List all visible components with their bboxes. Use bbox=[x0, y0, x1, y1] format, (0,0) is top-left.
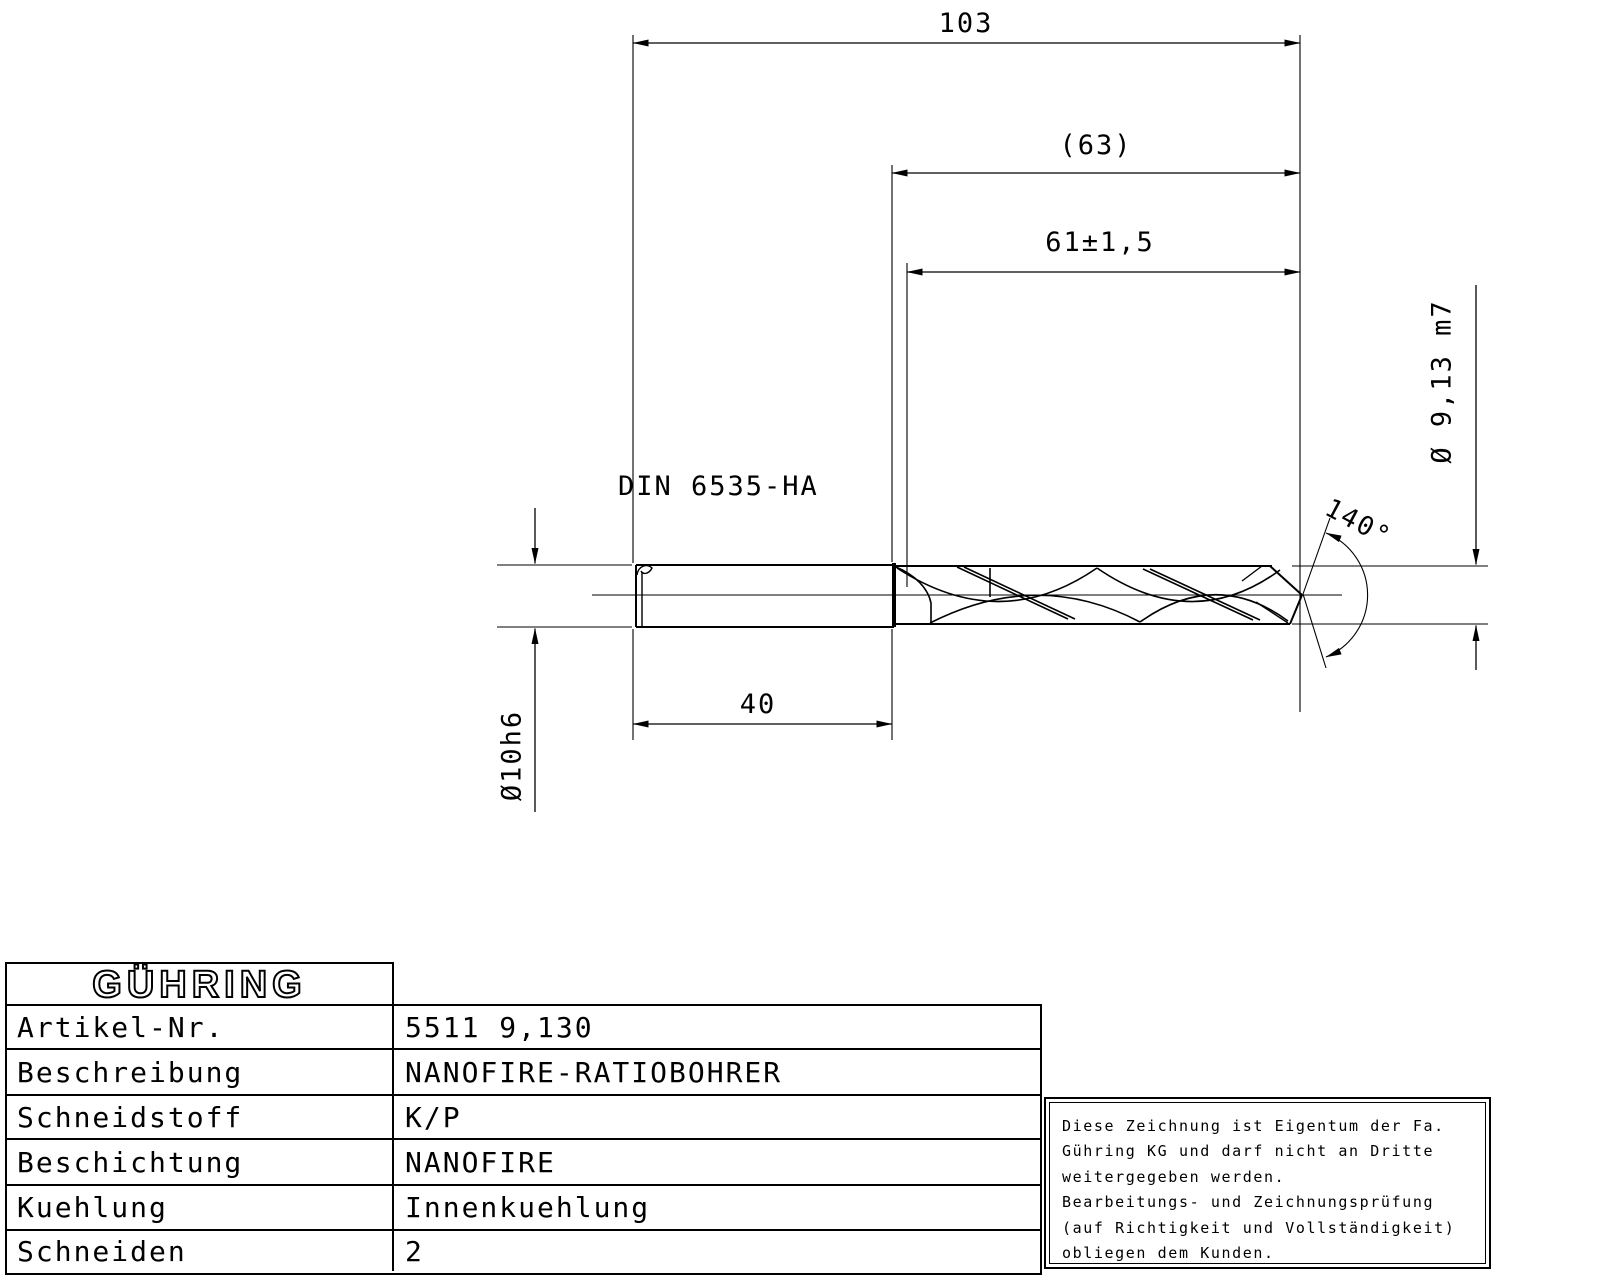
notice-line: obliegen dem Kunden. bbox=[1062, 1244, 1275, 1263]
table-row: Beschichtung NANOFIRE bbox=[7, 1140, 1040, 1186]
extension-lines bbox=[497, 35, 1488, 740]
flute-helix-curves bbox=[895, 565, 1289, 624]
shank-outline bbox=[635, 564, 894, 628]
row-label: Beschichtung bbox=[17, 1145, 244, 1179]
row-value: 2 bbox=[392, 1231, 1040, 1271]
row-label: Beschreibung bbox=[17, 1055, 244, 1089]
table-row: Beschreibung NANOFIRE-RATIOBOHRER bbox=[7, 1050, 1040, 1096]
row-value: 5511 9,130 bbox=[392, 1006, 1040, 1048]
manufacturer-logo: GÜHRING bbox=[91, 963, 307, 1007]
table-row: Schneidstoff K/P bbox=[7, 1096, 1040, 1140]
row-label: Schneiden bbox=[17, 1234, 187, 1268]
row-value: NANOFIRE-RATIOBOHRER bbox=[392, 1050, 1040, 1094]
point-angle-annotation bbox=[1302, 517, 1369, 669]
property-notice-box: Diese Zeichnung ist Eigentum der Fa. Güh… bbox=[1044, 1097, 1491, 1269]
title-block-table: Artikel-Nr. 5511 9,130 Beschreibung NANO… bbox=[5, 1004, 1042, 1275]
notice-line: (auf Richtigkeit und Vollständigkeit) bbox=[1062, 1218, 1456, 1237]
manufacturer-logo-cell: GÜHRING bbox=[5, 962, 394, 1007]
table-row: Schneiden 2 bbox=[7, 1231, 1040, 1271]
dim-shank-length-label: 40 bbox=[739, 689, 777, 720]
table-row: Kuehlung Innenkuehlung bbox=[7, 1186, 1040, 1231]
row-value: NANOFIRE bbox=[392, 1140, 1040, 1184]
notice-line: Bearbeitungs- und Zeichnungsprüfung bbox=[1062, 1193, 1435, 1212]
flute-body-outline bbox=[894, 565, 1303, 625]
row-value: K/P bbox=[392, 1096, 1040, 1138]
row-label: Artikel-Nr. bbox=[17, 1010, 225, 1044]
dimension-lines bbox=[531, 39, 1480, 812]
shank-standard-label: DIN 6535-HA bbox=[618, 471, 819, 502]
dim-drill-diameter-label: Ø 9,13 m7 bbox=[1426, 299, 1458, 464]
row-label: Schneidstoff bbox=[17, 1100, 244, 1134]
dim-flute-length-ref-label: (63) bbox=[1059, 130, 1133, 161]
table-row: Artikel-Nr. 5511 9,130 bbox=[7, 1006, 1040, 1050]
dim-overall-length-label: 103 bbox=[938, 8, 994, 39]
notice-line: Diese Zeichnung ist Eigentum der Fa. bbox=[1062, 1117, 1445, 1135]
dim-shank-diameter-label: Ø10h6 bbox=[496, 709, 528, 802]
property-notice-inner: Diese Zeichnung ist Eigentum der Fa. Güh… bbox=[1049, 1102, 1486, 1264]
notice-line: weitergegeben werden. bbox=[1062, 1167, 1286, 1186]
row-value: Innenkuehlung bbox=[392, 1186, 1040, 1229]
row-label: Kuehlung bbox=[17, 1191, 168, 1224]
dim-flute-length-tol-label: 61±1,5 bbox=[1045, 227, 1155, 258]
notice-line: Gühring KG und darf nicht an Dritte bbox=[1062, 1142, 1435, 1161]
